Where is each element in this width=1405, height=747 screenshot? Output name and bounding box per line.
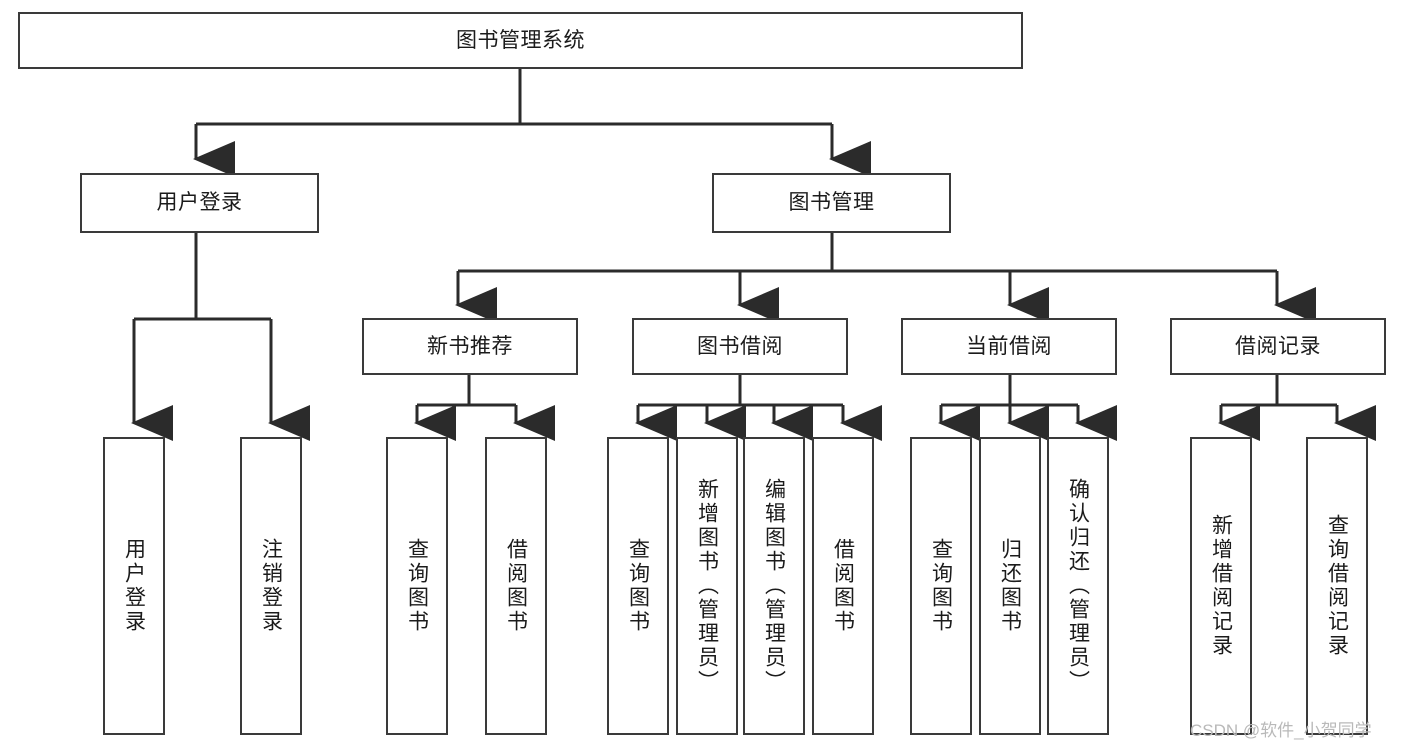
leaf-return-book-label: 归还图书 [998, 538, 1022, 634]
leaf-edit-book-label: 编辑图书（管理员） [762, 478, 786, 694]
node-root-label: 图书管理系统 [456, 28, 585, 52]
leaf-edit-book[interactable]: 编辑图书（管理员） [743, 437, 805, 735]
leaf-query-book-1-label: 查询图书 [405, 538, 429, 634]
leaf-query-book-1[interactable]: 查询图书 [386, 437, 448, 735]
node-user-login-label: 用户登录 [156, 191, 243, 215]
leaf-return-book[interactable]: 归还图书 [979, 437, 1041, 735]
leaf-add-book-label: 新增图书（管理员） [695, 478, 719, 694]
leaf-add-record-label: 新增借阅记录 [1209, 514, 1233, 658]
leaf-user-login[interactable]: 用户登录 [103, 437, 165, 735]
node-new-book-recommend[interactable]: 新书推荐 [362, 318, 578, 375]
leaf-borrow-book-1-label: 借阅图书 [504, 538, 528, 634]
leaf-confirm-return[interactable]: 确认归还（管理员） [1047, 437, 1109, 735]
leaf-query-book-3-label: 查询图书 [929, 538, 953, 634]
node-borrow-record[interactable]: 借阅记录 [1170, 318, 1386, 375]
leaf-query-book-2[interactable]: 查询图书 [607, 437, 669, 735]
leaf-logout[interactable]: 注销登录 [240, 437, 302, 735]
node-user-login[interactable]: 用户登录 [80, 173, 319, 233]
node-book-borrow-label: 图书借阅 [697, 334, 783, 358]
leaf-logout-label: 注销登录 [259, 538, 283, 634]
leaf-query-record[interactable]: 查询借阅记录 [1306, 437, 1368, 735]
node-current-borrow-label: 当前借阅 [966, 334, 1052, 358]
leaf-borrow-book-2[interactable]: 借阅图书 [812, 437, 874, 735]
leaf-add-record[interactable]: 新增借阅记录 [1190, 437, 1252, 735]
leaf-user-login-label: 用户登录 [122, 538, 146, 634]
node-root[interactable]: 图书管理系统 [18, 12, 1023, 69]
node-borrow-record-label: 借阅记录 [1235, 334, 1321, 358]
node-current-borrow[interactable]: 当前借阅 [901, 318, 1117, 375]
leaf-query-record-label: 查询借阅记录 [1325, 514, 1349, 658]
node-new-book-recommend-label: 新书推荐 [427, 334, 513, 358]
leaf-query-book-3[interactable]: 查询图书 [910, 437, 972, 735]
leaf-add-book[interactable]: 新增图书（管理员） [676, 437, 738, 735]
leaf-query-book-2-label: 查询图书 [626, 538, 650, 634]
node-book-manage-label: 图书管理 [788, 191, 875, 215]
leaf-borrow-book-2-label: 借阅图书 [831, 538, 855, 634]
leaf-borrow-book-1[interactable]: 借阅图书 [485, 437, 547, 735]
node-book-borrow[interactable]: 图书借阅 [632, 318, 848, 375]
node-book-manage[interactable]: 图书管理 [712, 173, 951, 233]
leaf-confirm-return-label: 确认归还（管理员） [1066, 478, 1090, 694]
